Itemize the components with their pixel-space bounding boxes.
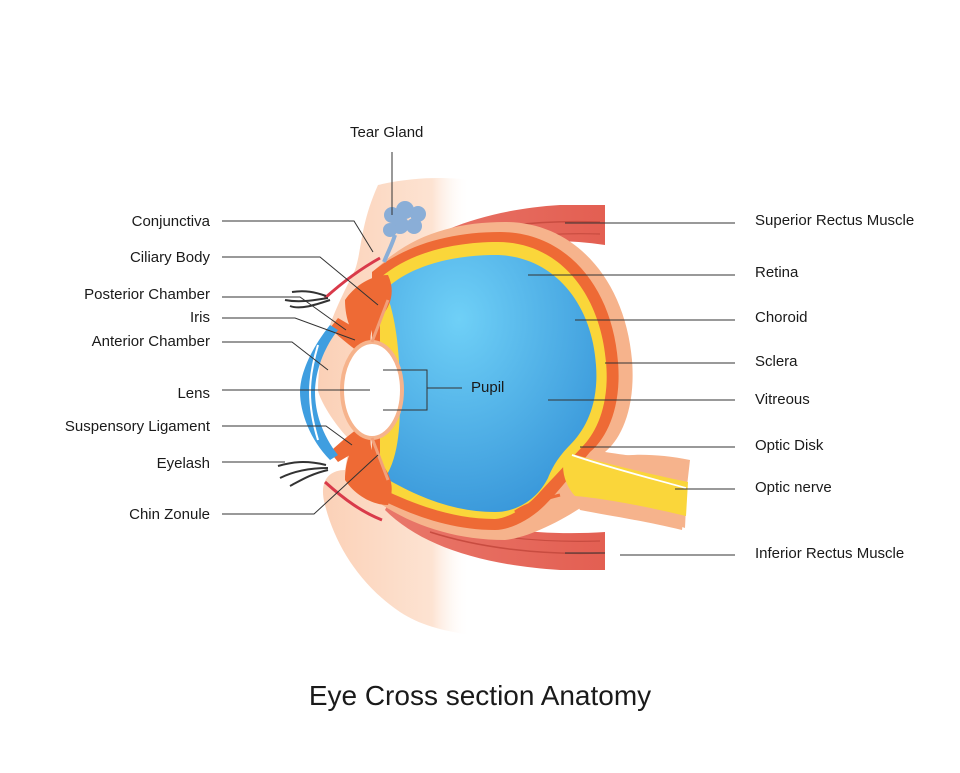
label-posterior-chamber: Posterior Chamber — [84, 286, 210, 303]
label-eyelash: Eyelash — [156, 455, 210, 472]
vitreous-body — [385, 255, 597, 512]
label-anterior-chamber: Anterior Chamber — [91, 333, 210, 350]
label-ciliary-body: Ciliary Body — [129, 249, 210, 266]
label-choroid: Choroid — [755, 309, 808, 326]
superior-rectus-muscle — [385, 205, 605, 290]
label-lens: Lens — [177, 385, 210, 402]
label-retina: Retina — [755, 264, 799, 281]
label-tear-gland: Tear Gland — [350, 124, 424, 141]
label-iris: Iris — [190, 309, 210, 326]
label-sclera: Sclera — [755, 353, 798, 370]
lower-eyelash-strands — [277, 461, 329, 487]
label-suspensory-ligament: Suspensory Ligament — [64, 418, 210, 435]
diagram-title: Eye Cross section Anatomy — [308, 680, 652, 711]
upper-eyelid — [323, 256, 381, 300]
tear-gland — [382, 201, 426, 263]
label-chin-zonule: Chin Zonule — [129, 506, 210, 523]
ciliary-body-lower — [345, 432, 392, 505]
label-superior-rectus-muscle: Superior Rectus Muscle — [755, 212, 915, 229]
lower-eyelid — [323, 480, 383, 522]
label-vitreous: Vitreous — [755, 391, 810, 408]
optic-nerve — [563, 452, 688, 516]
label-optic-disk: Optic Disk — [755, 437, 824, 454]
upper-eyelash-strands — [284, 290, 331, 309]
label-pupil: Pupil — [471, 379, 505, 396]
label-optic-nerve: Optic nerve — [755, 479, 832, 496]
leader-lines — [222, 152, 735, 556]
label-inferior-rectus-muscle: Inferior Rectus Muscle — [755, 545, 905, 562]
ciliary-body-upper — [345, 275, 392, 348]
label-conjunctiva: Conjunctiva — [131, 213, 210, 230]
